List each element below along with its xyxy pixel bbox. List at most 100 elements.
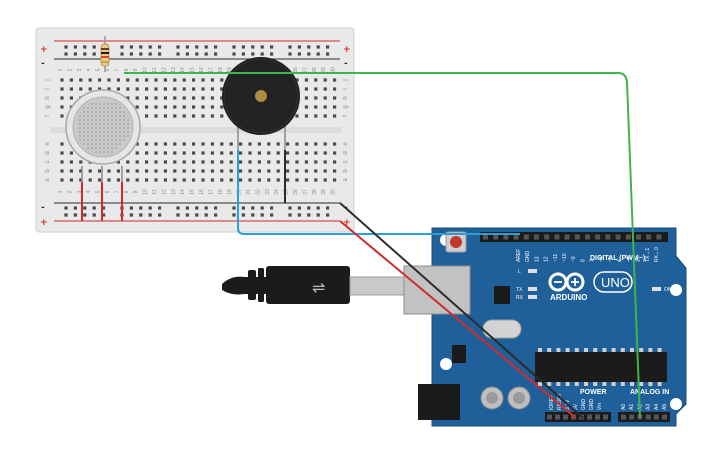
mesh-dot bbox=[103, 151, 105, 153]
header-pin[interactable] bbox=[625, 234, 631, 240]
rail-hole bbox=[148, 206, 152, 210]
breadboard-hole bbox=[267, 151, 271, 155]
mesh-dot bbox=[95, 119, 97, 121]
column-number: 22 bbox=[255, 189, 261, 195]
mesh-dot bbox=[119, 111, 121, 113]
header-pin[interactable] bbox=[574, 234, 580, 240]
breadboard-hole bbox=[220, 160, 224, 164]
analog-pin[interactable] bbox=[653, 414, 659, 420]
breadboard-hole bbox=[201, 96, 205, 100]
mesh-dot bbox=[107, 115, 109, 117]
header-pin[interactable] bbox=[493, 234, 499, 240]
mesh-dot bbox=[123, 127, 125, 129]
model-label: UNO bbox=[601, 275, 630, 290]
analog-pin[interactable] bbox=[662, 414, 667, 420]
gas-sensor-mesh bbox=[79, 103, 129, 153]
wire-red-5v[interactable] bbox=[339, 220, 577, 419]
header-pin[interactable] bbox=[483, 234, 488, 240]
column-number: 26 bbox=[293, 67, 299, 73]
mesh-dot bbox=[87, 111, 89, 113]
power-pin[interactable] bbox=[555, 414, 560, 420]
rail-hole bbox=[158, 213, 162, 217]
breadboard-hole bbox=[69, 96, 73, 100]
piezo-buzzer-icon[interactable] bbox=[222, 57, 300, 150]
wire-black-gnd[interactable] bbox=[339, 202, 584, 419]
power-pin-label: 5V bbox=[573, 403, 579, 410]
breadboard-hole bbox=[182, 114, 186, 118]
power-pin[interactable] bbox=[595, 414, 600, 420]
chip-pin bbox=[602, 382, 607, 386]
rail-hole bbox=[270, 52, 274, 56]
rail-hole bbox=[83, 45, 87, 49]
breadboard-hole bbox=[116, 78, 120, 82]
header-pin[interactable] bbox=[513, 234, 519, 240]
reset-button[interactable] bbox=[450, 236, 462, 248]
column-number: 7 bbox=[114, 68, 120, 71]
breadboard-hole bbox=[220, 87, 224, 91]
rail-hole bbox=[316, 52, 320, 56]
header-pin[interactable] bbox=[636, 234, 641, 240]
mesh-dot bbox=[83, 107, 85, 109]
breadboard-hole bbox=[220, 114, 224, 118]
header-pin[interactable] bbox=[534, 234, 539, 240]
wire-blue-digital[interactable] bbox=[237, 150, 520, 235]
digital-pin-label: 8 bbox=[580, 259, 586, 262]
rail-hole bbox=[148, 52, 152, 56]
header-pin[interactable] bbox=[523, 234, 529, 240]
mesh-dot bbox=[107, 103, 109, 105]
column-number: 7 bbox=[114, 190, 120, 193]
header-pin[interactable] bbox=[656, 234, 662, 240]
analog-pin-label: A3 bbox=[646, 404, 652, 410]
mesh-dot bbox=[119, 127, 121, 129]
breadboard-hole bbox=[154, 151, 158, 155]
breadboard-hole bbox=[154, 160, 158, 164]
atmega-chip bbox=[535, 352, 667, 382]
header-pin[interactable] bbox=[503, 234, 509, 240]
column-number: 10 bbox=[143, 67, 149, 73]
header-pin[interactable] bbox=[554, 234, 560, 240]
power-pin[interactable] bbox=[547, 414, 552, 420]
digital-pin-label: TX→1 bbox=[645, 248, 651, 262]
breadboard-hole bbox=[276, 151, 280, 155]
header-pin[interactable] bbox=[615, 234, 621, 240]
breadboard-hole bbox=[192, 96, 196, 100]
rail-hole bbox=[316, 213, 320, 217]
header-pin[interactable] bbox=[605, 234, 611, 240]
mount-hole-icon bbox=[670, 284, 682, 296]
breadboard-hole bbox=[304, 151, 308, 155]
power-pin[interactable] bbox=[563, 414, 568, 420]
power-pin[interactable] bbox=[587, 414, 592, 420]
gas-sensor-icon[interactable] bbox=[65, 89, 141, 182]
resistor-icon[interactable] bbox=[100, 36, 110, 72]
column-number: 20 bbox=[237, 189, 243, 195]
rail-hole bbox=[129, 213, 133, 217]
power-pin[interactable] bbox=[603, 414, 608, 420]
breadboard-hole bbox=[314, 142, 318, 146]
column-number: 9 bbox=[133, 190, 139, 193]
chip-pin bbox=[538, 382, 542, 386]
column-number: 13 bbox=[171, 67, 177, 73]
header-pin[interactable] bbox=[544, 234, 550, 240]
column-number: 6 bbox=[105, 68, 111, 71]
breadboard-hole bbox=[239, 160, 243, 164]
analog-pin[interactable] bbox=[629, 414, 635, 420]
usb-symbol-icon: ⇌ bbox=[312, 278, 325, 297]
breadboard-hole bbox=[286, 142, 290, 146]
analog-pin[interactable] bbox=[621, 414, 626, 420]
header-pin[interactable] bbox=[646, 234, 652, 240]
mesh-dot bbox=[119, 135, 121, 137]
breadboard-hole bbox=[126, 178, 130, 182]
column-number: 29 bbox=[321, 189, 327, 195]
header-pin[interactable] bbox=[595, 234, 601, 240]
header-pin[interactable] bbox=[585, 234, 590, 240]
rail-hole bbox=[260, 213, 264, 217]
analog-pin[interactable] bbox=[645, 414, 651, 420]
mesh-dot bbox=[91, 103, 93, 105]
dc-power-jack[interactable] bbox=[418, 384, 460, 420]
header-pin[interactable] bbox=[564, 234, 570, 240]
breadboard-hole bbox=[201, 169, 205, 173]
breadboard-hole bbox=[304, 105, 308, 109]
wire-green-signal[interactable] bbox=[124, 72, 641, 419]
